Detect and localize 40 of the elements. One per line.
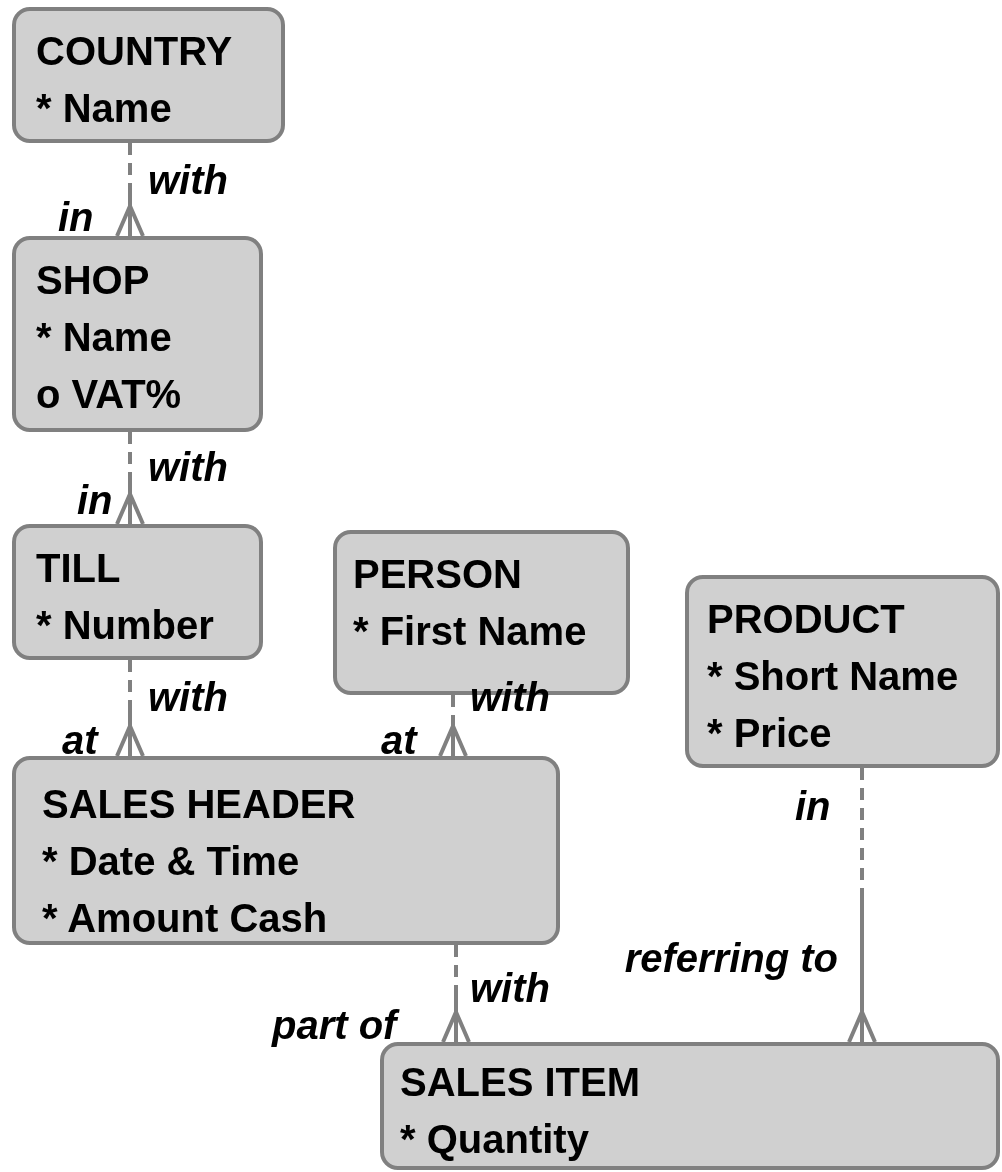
role-label: with	[470, 674, 550, 721]
relationship-line	[115, 432, 145, 526]
entity-box	[12, 7, 285, 143]
relationship-line	[438, 695, 468, 758]
entity-box	[12, 756, 560, 945]
role-label: in	[795, 783, 831, 830]
attribute-text: * Price	[707, 710, 832, 757]
role-label: referring to	[623, 935, 838, 982]
attribute-text: o VAT%	[36, 371, 182, 418]
role-label: in	[58, 194, 94, 241]
attribute-text: * Number	[36, 602, 214, 649]
relationship-line	[115, 660, 145, 758]
entity-box	[685, 575, 1000, 768]
entity-name: PRODUCT	[707, 596, 905, 643]
attribute-text: * Date & Time	[42, 838, 300, 885]
entity-box	[12, 524, 263, 660]
attribute-text: * Short Name	[707, 653, 959, 700]
entity-name: TILL	[36, 545, 121, 592]
attribute-text: * Name	[36, 314, 172, 361]
attribute-text: * Amount Cash	[42, 895, 328, 942]
role-label: with	[470, 965, 550, 1012]
entity-name: SALES HEADER	[42, 781, 356, 828]
entity-name: COUNTRY	[36, 28, 233, 75]
entity-name: PERSON	[353, 551, 522, 598]
role-label: at	[62, 717, 98, 764]
entity-name: SHOP	[36, 257, 150, 304]
role-label: with	[148, 444, 228, 491]
relationship-line	[115, 143, 145, 238]
attribute-text: * First Name	[353, 608, 587, 655]
role-label: at	[381, 717, 417, 764]
relationship-line	[441, 945, 471, 1044]
entity-box	[12, 236, 263, 432]
role-label: with	[148, 157, 228, 204]
entity-box	[380, 1042, 1000, 1170]
entity-name: SALES ITEM	[400, 1059, 641, 1106]
attribute-text: * Name	[36, 85, 172, 132]
attribute-text: * Quantity	[400, 1116, 589, 1163]
role-label: with	[148, 674, 228, 721]
role-label: in	[77, 477, 113, 524]
relationship-line	[847, 768, 877, 1044]
